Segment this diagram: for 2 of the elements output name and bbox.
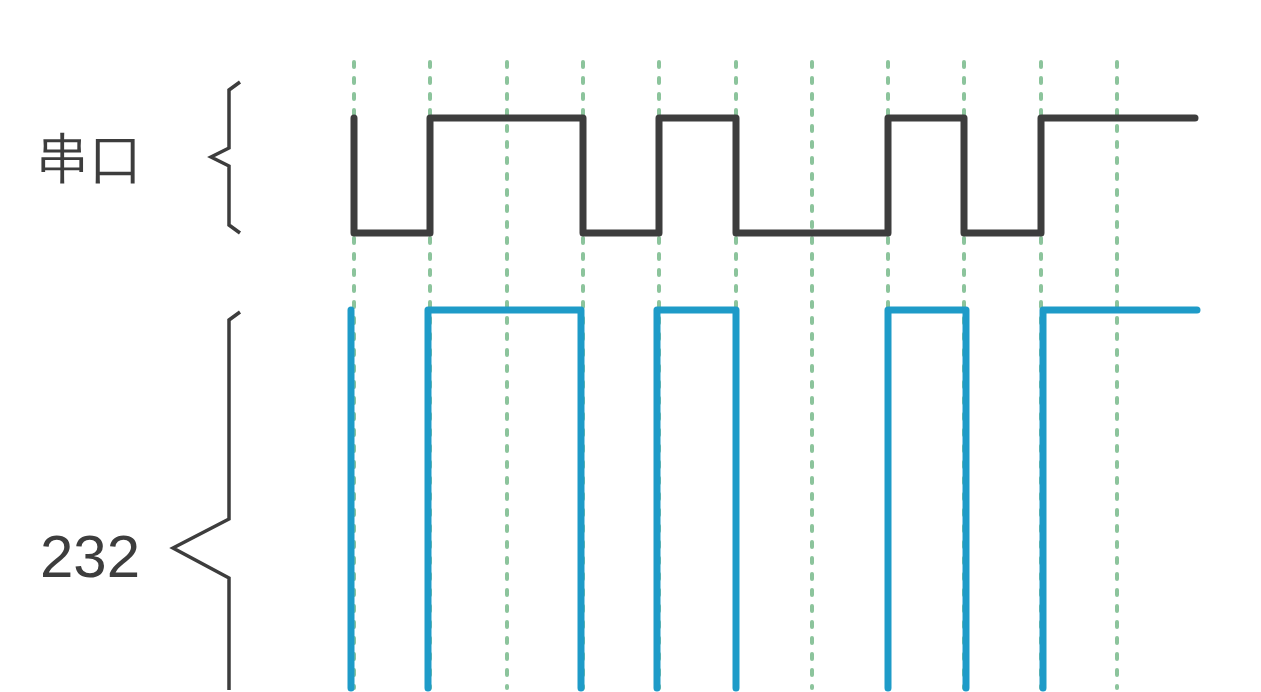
signal-label: 串口 [36, 131, 144, 185]
signal-label: 232 [40, 527, 141, 587]
